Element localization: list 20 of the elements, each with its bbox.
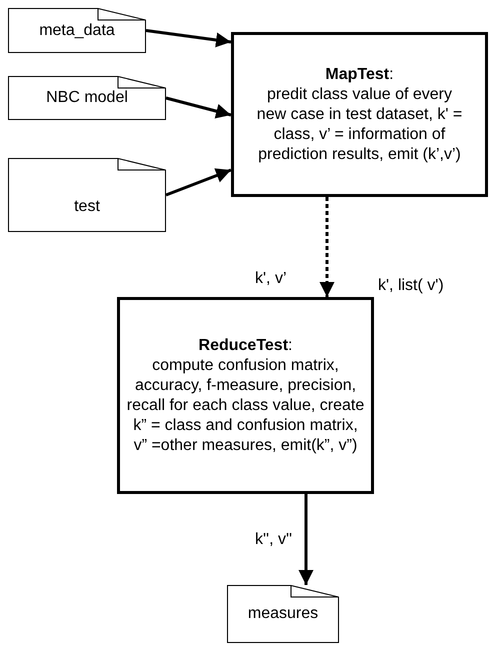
document-shape xyxy=(8,76,166,120)
document-label: meta_data xyxy=(39,20,115,40)
arrow xyxy=(146,29,232,48)
document-shape xyxy=(227,585,339,643)
process-title: MapTest: xyxy=(325,64,394,84)
document-label: test xyxy=(74,197,100,217)
process-box xyxy=(117,297,374,494)
document-shape xyxy=(8,8,146,53)
arrow xyxy=(165,168,232,196)
process-description: compute confusion matrix, accuracy, f-measure, precision, recall for each class value, create k” = class and confusion matrix, v” =other measures, emit(k”, v”) xyxy=(126,356,365,456)
arrow xyxy=(166,96,232,118)
arrow xyxy=(298,494,314,585)
flow-label: k', list( v') xyxy=(378,276,444,296)
document-label: NBC model xyxy=(46,88,128,108)
process-title: ReduceTest: xyxy=(198,336,292,356)
process-description: predit class value of every new case in test dataset, k' = class, v’ = information of prediction results, emit (k’,v’) xyxy=(256,84,464,164)
document-label: measures xyxy=(248,604,318,624)
dashed-arrow xyxy=(320,197,334,297)
document-shape xyxy=(8,158,166,232)
process-box xyxy=(231,32,488,197)
